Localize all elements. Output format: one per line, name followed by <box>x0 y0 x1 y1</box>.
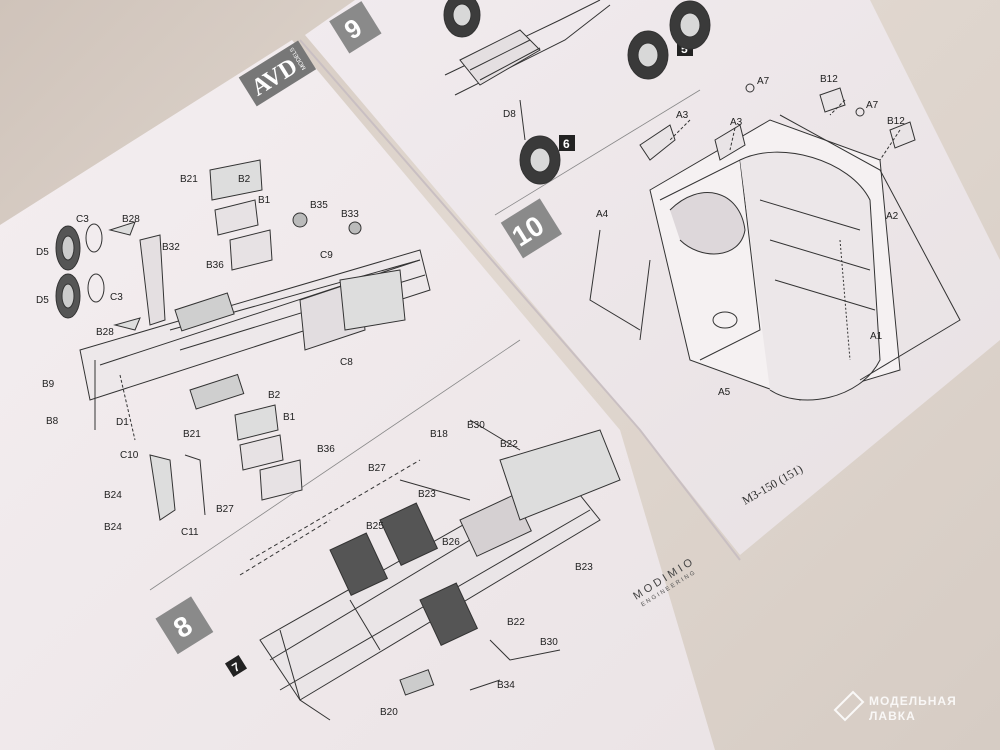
chassis-step-drawing: B21 B2 B1 B35 B33 C3 B28 B32 D5 D5 C3 B3… <box>36 159 431 538</box>
part-label-c9: C9 <box>320 250 333 261</box>
part-label-b8: B8 <box>46 416 59 427</box>
step-9-marker: 9 <box>329 1 382 54</box>
part-label-b28-2: B28 <box>96 327 114 338</box>
part-label-a7-2: A7 <box>866 100 879 111</box>
step-divider-left <box>149 339 521 591</box>
part-label-a2: A2 <box>886 211 899 222</box>
step-10-drawing: A3 A3 A7 B12 A7 B12 A4 A2 A1 A5 <box>589 74 961 401</box>
part-label-b12-1: B12 <box>820 74 838 85</box>
marker-6: 6 <box>559 135 575 151</box>
part-label-b1-2: B1 <box>283 412 296 423</box>
part-label-b34: B34 <box>497 680 515 691</box>
part-label-b9: B9 <box>42 379 55 390</box>
part-label-d5-2: D5 <box>36 295 49 306</box>
marker-5-number: 5 <box>681 42 688 56</box>
part-label-b21-2: B21 <box>183 429 201 440</box>
part-label-b22-1: B22 <box>500 439 518 450</box>
step-8-marker: 8 <box>155 596 214 655</box>
part-label-b32: B32 <box>162 242 180 253</box>
part-label-c3-2: C3 <box>110 292 123 303</box>
part-label-d5-1: D5 <box>36 247 49 258</box>
part-label-a1: A1 <box>870 331 883 342</box>
watermark-logo-icon <box>833 690 865 722</box>
part-label-b27-2: B27 <box>368 463 386 474</box>
part-label-b36-2: B36 <box>317 444 335 455</box>
part-label-b23-2: B23 <box>575 562 593 573</box>
part-label-b26: B26 <box>442 537 460 548</box>
part-label-c3-1: C3 <box>76 214 89 225</box>
watermark-line1: МОДЕЛЬНАЯ <box>869 694 957 708</box>
part-label-b35: B35 <box>310 200 328 211</box>
part-label-b12-2: B12 <box>887 116 905 127</box>
step-9-drawing: D8 <box>443 0 711 185</box>
part-label-b27-1: B27 <box>216 504 234 515</box>
part-label-b22-2: B22 <box>507 617 525 628</box>
part-label-b33: B33 <box>341 209 359 220</box>
shop-watermark: МОДЕЛЬНАЯ ЛАВКА <box>833 690 957 723</box>
part-label-b18: B18 <box>430 429 448 440</box>
part-label-a3-1: A3 <box>676 110 689 121</box>
right-page <box>305 0 1000 555</box>
part-label-b21-1: B21 <box>180 174 198 185</box>
part-label-a7-1: A7 <box>757 76 770 87</box>
step-8-drawing: B18 B30 B22 B27 B23 B25 B26 B23 B22 B30 … <box>239 419 621 721</box>
part-label-b2-1: B2 <box>238 174 251 185</box>
step-7-marker: 7 <box>224 654 248 678</box>
part-label-b30-1: B30 <box>467 420 485 431</box>
watermark-line2: ЛАВКА <box>869 709 916 723</box>
part-label-b23-1: B23 <box>418 489 436 500</box>
step-divider-right <box>494 89 701 216</box>
part-label-a5: A5 <box>718 387 731 398</box>
part-label-b1-1: B1 <box>258 195 271 206</box>
part-label-b24-2: B24 <box>104 522 122 533</box>
page-fold <box>299 39 741 561</box>
avd-logo: AVD MODELS <box>238 40 317 107</box>
part-label-d8: D8 <box>503 109 516 120</box>
part-label-c11: C11 <box>181 527 199 538</box>
part-label-d1: D1 <box>116 417 129 428</box>
part-label-b20: B20 <box>380 707 398 718</box>
part-label-b28-1: B28 <box>122 214 140 225</box>
part-label-c8: C8 <box>340 357 353 368</box>
part-label-b36-1: B36 <box>206 260 224 271</box>
part-label-b2-2: B2 <box>268 390 281 401</box>
left-page <box>0 40 715 750</box>
step-10-marker: 10 <box>500 198 563 259</box>
marker-6-number: 6 <box>563 137 570 151</box>
part-label-a4: A4 <box>596 209 609 220</box>
part-label-b30-2: B30 <box>540 637 558 648</box>
part-label-c10: C10 <box>120 450 139 461</box>
part-label-a3-2: A3 <box>730 117 743 128</box>
part-label-b25: B25 <box>366 521 384 532</box>
part-label-b24-1: B24 <box>104 490 122 501</box>
